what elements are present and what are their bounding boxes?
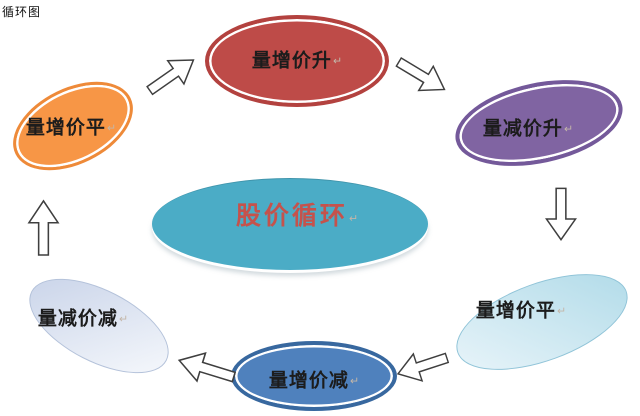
paragraph-mark-icon: ↵ xyxy=(348,212,359,225)
node-label: 量减价减↵ xyxy=(37,307,129,330)
paragraph-mark-icon: ↵ xyxy=(106,121,117,135)
node-ellipse[interactable] xyxy=(205,15,389,107)
node-ellipse[interactable] xyxy=(231,341,397,411)
paragraph-mark-icon: ↵ xyxy=(563,122,574,136)
node-label: 量减价升↵ xyxy=(482,117,574,140)
paragraph-mark-icon: ↵ xyxy=(118,312,129,326)
node-volume-up-price-flat-left[interactable]: 量增价平↵ xyxy=(0,63,148,189)
node-label: 量增价平↵ xyxy=(475,299,567,322)
paragraph-mark-icon: ↵ xyxy=(556,304,567,318)
arrow-down-icon[interactable] xyxy=(545,187,578,242)
arrow-down-right-icon[interactable] xyxy=(390,48,454,104)
paragraph-mark-icon: ↵ xyxy=(349,374,360,388)
node-label: 量增价减↵ xyxy=(268,369,360,392)
paragraph-mark-icon: ↵ xyxy=(332,54,343,68)
node-label: 量增价平↵ xyxy=(25,116,117,139)
center-node-stock-price-cycle[interactable]: 股价循环↵ xyxy=(152,178,428,270)
center-label: 股价循环↵ xyxy=(235,201,359,230)
node-volume-down-price-up[interactable]: 量减价升↵ xyxy=(447,66,631,180)
node-label: 量增价升↵ xyxy=(251,49,343,72)
node-volume-up-price-up[interactable]: 量增价升↵ xyxy=(205,15,389,107)
diagram-title: 循环图 xyxy=(2,5,42,19)
arrow-up-icon[interactable] xyxy=(27,199,60,256)
node-volume-up-price-down[interactable]: 量增价减↵ xyxy=(231,341,397,411)
node-volume-up-price-flat-right[interactable]: 量增价平↵ xyxy=(444,254,640,390)
center-ellipse[interactable] xyxy=(152,178,428,270)
arrow-left-up-icon[interactable] xyxy=(172,344,239,393)
arrow-up-right-icon[interactable] xyxy=(140,46,204,104)
arrow-left-down-icon[interactable] xyxy=(391,342,452,389)
node-volume-down-price-down[interactable]: 量减价减↵ xyxy=(14,259,184,393)
